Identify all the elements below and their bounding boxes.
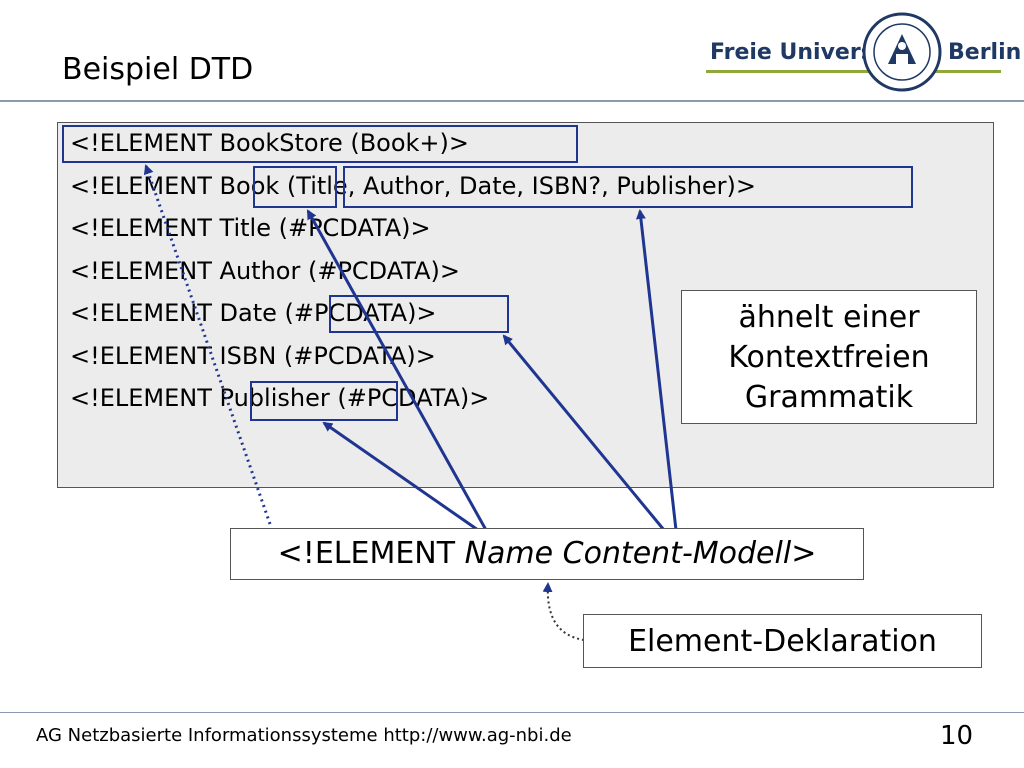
declaration-box (583, 614, 982, 668)
dtd-line-title: <!ELEMENT Title (#PCDATA)> (70, 214, 431, 242)
element-syntax-box (230, 528, 864, 580)
footer-text: AG Netzbasierte Informationssysteme http… (36, 725, 572, 746)
arrow-declaration-to-syntax (542, 582, 585, 641)
declaration-label: Element-Deklaration (628, 624, 937, 659)
dtd-line-author: <!ELEMENT Author (#PCDATA)> (70, 257, 460, 285)
university-seal-icon (862, 12, 942, 92)
highlight-book-content-model (343, 166, 913, 208)
highlight-bookstore-declaration (62, 125, 578, 163)
slide-title: Beispiel DTD (62, 52, 254, 87)
logo-wordmark-right: Berlin (948, 40, 1022, 65)
grammar-callout-box (681, 290, 977, 424)
element-syntax-text: <!ELEMENT Name Content-Modell> (230, 534, 864, 574)
highlight-book-name (253, 166, 337, 208)
syntax-close: > (791, 536, 817, 571)
grammar-callout-text: ähnelt einer Kontextfreien Grammatik (728, 300, 930, 415)
dtd-line-bookstore: <!ELEMENT BookStore (Book+)> (70, 129, 470, 157)
logo-underline (706, 70, 1001, 73)
highlight-publisher-name (250, 381, 398, 421)
syntax-keyword: <!ELEMENT (277, 536, 465, 571)
syntax-placeholders: Name Content-Modell (464, 536, 792, 571)
slide-number: 10 (940, 721, 974, 751)
footer-divider (0, 712, 1024, 713)
highlight-date-content-model (329, 295, 509, 333)
title-divider (0, 100, 1024, 102)
dtd-line-isbn: <!ELEMENT ISBN (#PCDATA)> (70, 342, 436, 370)
